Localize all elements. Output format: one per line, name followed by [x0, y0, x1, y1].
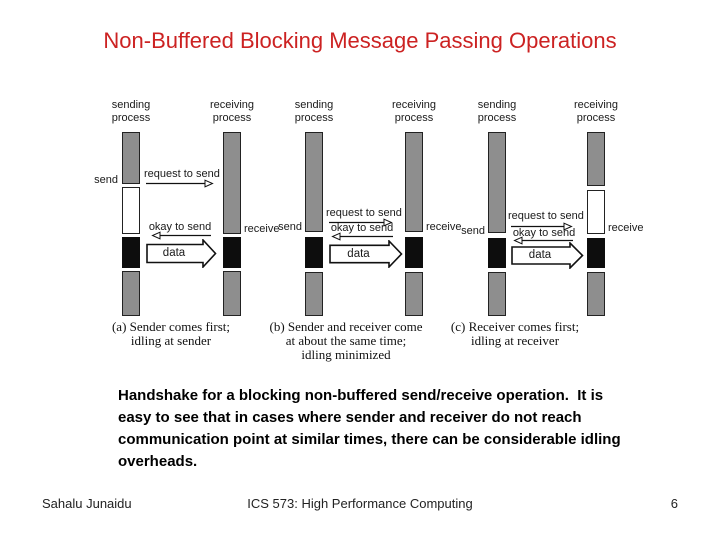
okay-to-send-arrow-icon	[331, 232, 393, 241]
sender-header: sending process	[101, 99, 161, 124]
sender-computing-segment	[305, 272, 323, 316]
data-transfer-arrow-icon	[146, 239, 217, 268]
receiver-computing-segment	[587, 132, 605, 186]
receive-label: receive	[426, 221, 462, 233]
caption-line: (c) Receiver comes first;	[450, 319, 580, 334]
okay-to-send-label: okay to send	[330, 222, 394, 234]
caption-c: (c) Receiver comes first; idling at rece…	[430, 320, 600, 348]
sender-transfer-segment	[122, 237, 140, 268]
sender-computing-segment	[488, 132, 506, 233]
sender-computing-segment	[488, 272, 506, 316]
sender-computing-segment	[122, 132, 140, 184]
data-label: data	[162, 247, 186, 259]
receiver-computing-segment	[405, 272, 423, 316]
okay-to-send-label: okay to send	[512, 227, 576, 239]
request-to-send-label: request to send	[326, 207, 402, 219]
caption-line: idling at sender	[130, 333, 212, 348]
request-to-send-arrow-icon	[146, 179, 214, 188]
slide-title: Non-Buffered Blocking Message Passing Op…	[103, 28, 617, 53]
send-label: send	[278, 221, 302, 233]
receive-label: receive	[608, 222, 644, 234]
receiver-transfer-segment	[587, 238, 605, 268]
caption-line: (a) Sender comes first;	[111, 319, 231, 334]
header-line: receiving	[573, 99, 619, 111]
header-line: process	[294, 111, 334, 124]
header-line: receiving	[391, 99, 437, 111]
header-line: process	[477, 111, 517, 124]
header-line: sending	[111, 99, 151, 111]
header-line: sending	[294, 99, 334, 111]
data-transfer-arrow-icon	[329, 240, 403, 268]
receiver-header: receiving process	[566, 99, 626, 124]
request-to-send-label: request to send	[508, 210, 584, 222]
body-line: communication point at similar times, th…	[118, 431, 621, 448]
request-to-send-arrow-icon	[511, 222, 573, 231]
okay-to-send-arrow-icon	[151, 231, 211, 240]
footer-page-number: 6	[670, 496, 678, 511]
header-line: process	[111, 111, 151, 124]
send-label: send	[461, 225, 485, 237]
header-line: process	[576, 111, 616, 124]
caption-line: idling minimized	[301, 347, 391, 362]
footer-author: Sahalu Junaidu	[42, 496, 132, 511]
caption-line: (b) Sender and receiver come	[269, 319, 423, 334]
receiver-computing-segment	[405, 132, 423, 232]
request-to-send-label: request to send	[144, 168, 220, 180]
receiver-computing-segment	[223, 132, 241, 234]
receiver-transfer-segment	[405, 237, 423, 268]
okay-to-send-arrow-icon	[513, 236, 573, 245]
receiver-computing-segment	[223, 271, 241, 316]
receiver-header: receiving process	[202, 99, 262, 124]
data-transfer-arrow-icon	[511, 242, 584, 269]
sender-header: sending process	[467, 99, 527, 124]
okay-to-send-label: okay to send	[148, 221, 212, 233]
data-label: data	[528, 249, 552, 261]
caption-a: (a) Sender comes first; idling at sender	[86, 320, 256, 348]
receiver-transfer-segment	[223, 237, 241, 268]
send-label: send	[94, 174, 118, 186]
sender-computing-segment	[122, 271, 140, 316]
caption-line: idling at receiver	[470, 333, 560, 348]
caption-b: (b) Sender and receiver come at about th…	[261, 320, 431, 362]
sender-transfer-segment	[488, 238, 506, 268]
sender-header: sending process	[284, 99, 344, 124]
receiver-header: receiving process	[384, 99, 444, 124]
body-line: easy to see that in cases where sender a…	[118, 409, 582, 426]
sender-idle-segment	[122, 187, 140, 234]
header-line: process	[212, 111, 252, 124]
request-to-send-arrow-icon	[329, 218, 393, 227]
header-line: sending	[477, 99, 517, 111]
header-line: receiving	[209, 99, 255, 111]
footer-course: ICS 573: High Performance Computing	[247, 496, 473, 511]
caption-line: at about the same time;	[285, 333, 407, 348]
receive-label: receive	[244, 223, 280, 235]
body-line: Handshake for a blocking non-buffered se…	[118, 387, 604, 404]
body-paragraph: Handshake for a blocking non-buffered se…	[118, 385, 621, 473]
sender-transfer-segment	[305, 237, 323, 268]
receiver-computing-segment	[587, 272, 605, 316]
data-label: data	[347, 248, 370, 260]
sender-computing-segment	[305, 132, 323, 232]
body-line: overheads.	[118, 453, 198, 470]
receiver-idle-segment	[587, 190, 605, 234]
header-line: process	[394, 111, 434, 124]
